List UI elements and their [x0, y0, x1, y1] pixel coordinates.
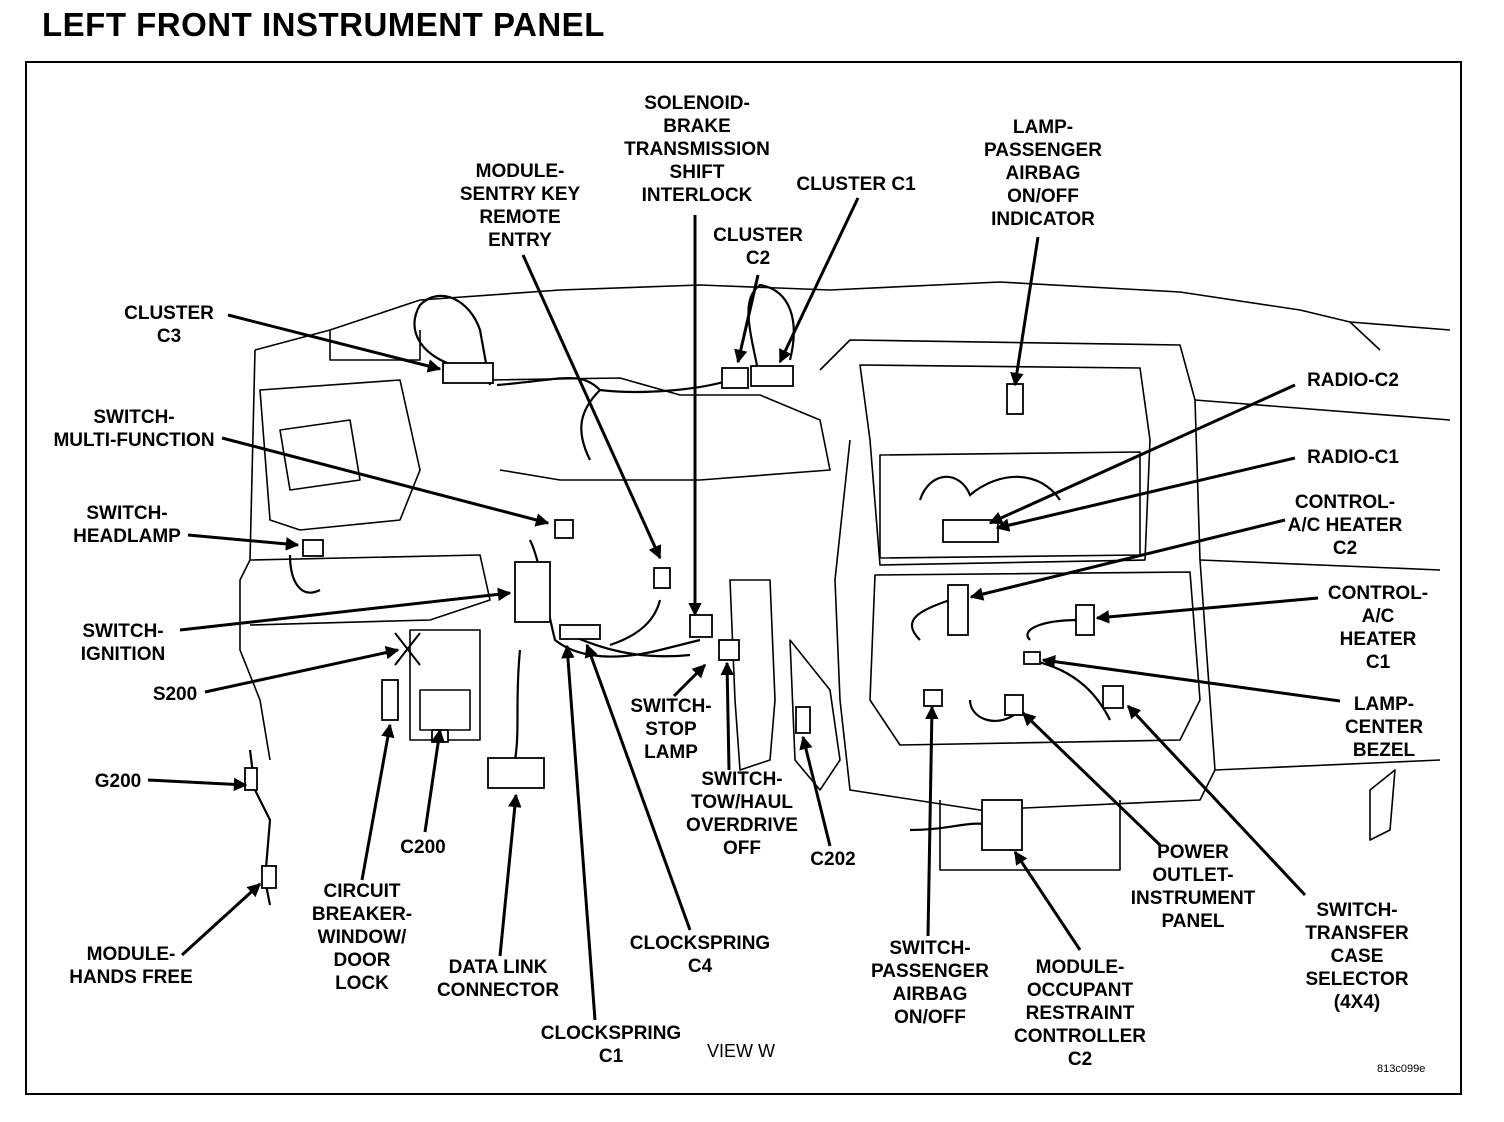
label-switch-stop-lamp: SWITCH- STOP LAMP: [630, 696, 712, 763]
label-cluster-c2: CLUSTER C2: [713, 225, 803, 269]
label-switch-transfer-case-selector: SWITCH- TRANSFER CASE SELECTOR (4X4): [1305, 900, 1409, 1013]
label-c202: C202: [810, 849, 856, 870]
label-clockspring-c1: CLOCKSPRING C1: [540, 1023, 682, 1067]
label-cluster-c3: CLUSTER C3: [124, 303, 214, 347]
leader-lines: [147, 197, 1341, 1021]
label-control-ac-heater-c1: CONTROL- A/C HEATER C1: [1327, 583, 1429, 673]
view-label: VIEW W: [707, 1041, 775, 1061]
label-power-outlet-instrument-panel: POWER OUTLET- INSTRUMENT PANEL: [1130, 842, 1256, 932]
label-switch-passenger-airbag-on-off: SWITCH- PASSENGER AIRBAG ON/OFF: [871, 938, 989, 1028]
label-lamp-center-bezel: LAMP- CENTER BEZEL: [1344, 694, 1424, 761]
label-switch-multi-function: SWITCH- MULTI-FUNCTION: [53, 407, 215, 451]
connectors: [244, 362, 1124, 889]
label-data-link-connector: DATA LINK CONNECTOR: [436, 957, 560, 1001]
label-c200: C200: [400, 837, 446, 858]
label-switch-tow-haul-overdrive-off: SWITCH- TOW/HAUL OVERDRIVE OFF: [686, 769, 798, 859]
figure-id: 813c099e: [1377, 1063, 1426, 1075]
s200-splice-mark: [394, 632, 421, 666]
label-lamp-passenger-airbag-indicator: LAMP- PASSENGER AIRBAG ON/OFF INDICATOR: [984, 117, 1102, 230]
label-g200: G200: [94, 771, 142, 792]
label-switch-ignition: SWITCH- IGNITION: [80, 621, 166, 665]
label-module-sentry-key-remote-entry: MODULE- SENTRY KEY REMOTE ENTRY: [459, 161, 581, 251]
label-module-hands-free: MODULE- HANDS FREE: [69, 944, 193, 988]
dashboard-outline: [239, 281, 1451, 871]
label-control-ac-heater-c2: CONTROL- A/C HEATER C2: [1287, 492, 1403, 559]
label-s200: S200: [152, 684, 198, 705]
diagram-title: LEFT FRONT INSTRUMENT PANEL: [42, 6, 605, 43]
label-solenoid-brake-transmission-shift-interlock: SOLENOID- BRAKE TRANSMISSION SHIFT INTER…: [624, 93, 770, 206]
label-switch-headlamp: SWITCH- HEADLAMP: [73, 503, 181, 547]
label-clockspring-c4: CLOCKSPRING C4: [629, 933, 771, 977]
diagram-frame: [25, 61, 1462, 1095]
label-radio-c2: RADIO-C2: [1307, 370, 1399, 391]
label-module-occupant-restraint-controller-c2: MODULE- OCCUPANT RESTRAINT CONTROLLER C2: [1014, 957, 1146, 1070]
label-circuit-breaker-window-door-lock: CIRCUIT BREAKER- WINDOW/ DOOR LOCK: [311, 881, 413, 994]
label-cluster-c1: CLUSTER C1: [796, 174, 916, 195]
label-radio-c1: RADIO-C1: [1307, 447, 1399, 468]
